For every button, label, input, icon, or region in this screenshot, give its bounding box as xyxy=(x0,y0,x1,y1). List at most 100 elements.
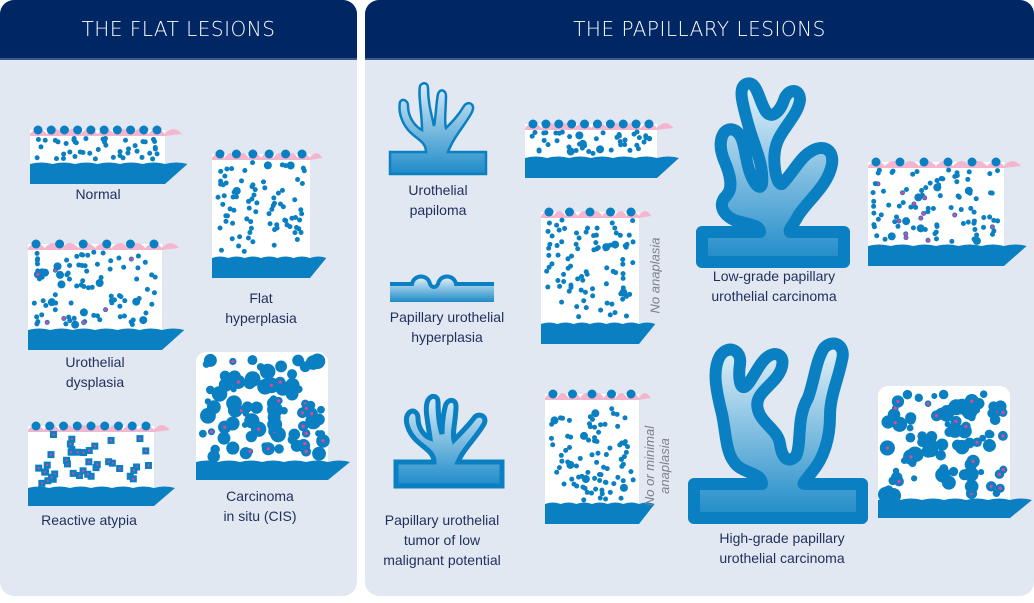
basement-membrane xyxy=(212,256,327,278)
nucleolus xyxy=(107,460,110,463)
nucleus xyxy=(555,252,561,258)
nucleolus xyxy=(321,439,325,443)
nucleus xyxy=(267,221,273,227)
nucleus xyxy=(554,243,560,249)
nucleus xyxy=(226,395,242,412)
nucleus xyxy=(285,378,300,393)
nucleus xyxy=(72,153,78,159)
nucleus xyxy=(117,149,123,155)
nucleus xyxy=(626,207,636,217)
nucleus xyxy=(543,130,549,136)
nucleus xyxy=(964,186,973,195)
nucleolus xyxy=(266,447,270,451)
nucleus xyxy=(536,148,542,154)
nucleolus xyxy=(301,424,305,428)
nucleus xyxy=(248,149,258,159)
nucleus xyxy=(142,139,148,145)
nucleus xyxy=(39,312,45,318)
label-line: tumor of low xyxy=(403,532,481,548)
nucleolus xyxy=(953,213,957,217)
nucleus xyxy=(881,188,886,194)
label-punlmp: Papillary urothelial tumor of low malign… xyxy=(367,510,517,570)
nucleus xyxy=(916,224,925,233)
nucleolus xyxy=(1001,468,1005,472)
label-papillary-hyperplasia: Papillary urothelial hyperplasia xyxy=(372,307,522,347)
nucleus xyxy=(147,150,153,156)
nucleolus xyxy=(76,451,79,454)
nucleus xyxy=(618,495,624,501)
nucleus xyxy=(553,130,559,136)
nucleus xyxy=(532,130,538,136)
nucleus xyxy=(583,269,589,275)
tissue-flat-hyperplasia xyxy=(212,149,327,278)
nucleolus xyxy=(248,449,252,453)
nucleus xyxy=(245,430,258,443)
nucleolus xyxy=(82,451,85,454)
nucleus xyxy=(241,402,252,413)
nucleolus xyxy=(96,463,99,466)
nucleus xyxy=(995,168,1001,174)
nucleus xyxy=(962,404,978,420)
nucleolus xyxy=(303,441,307,446)
nucleus xyxy=(210,444,220,455)
nucleus xyxy=(63,140,69,146)
nucleus xyxy=(630,239,636,245)
nucleus xyxy=(623,449,629,455)
nucleus xyxy=(245,235,251,241)
nucleus xyxy=(198,429,207,438)
tissue-hyperplasia-thick xyxy=(541,207,656,344)
nucleus xyxy=(223,218,229,224)
nucleus xyxy=(981,214,987,220)
nucleus xyxy=(91,312,97,318)
tissue-reactive-atypia xyxy=(28,421,175,506)
nucleus xyxy=(627,147,633,153)
nucleolus xyxy=(62,316,66,321)
nucleus xyxy=(966,169,972,175)
nucleus xyxy=(117,314,123,320)
nucleus xyxy=(574,483,580,489)
nucleolus xyxy=(970,399,974,403)
nucleus xyxy=(227,206,233,212)
nucleus xyxy=(609,301,615,307)
nucleolus xyxy=(923,196,927,200)
nucleus xyxy=(287,224,293,230)
nucleus xyxy=(995,218,1001,224)
nucleus xyxy=(31,300,37,306)
nucleus xyxy=(149,301,155,307)
nucleolus xyxy=(926,238,930,242)
nucleus xyxy=(215,194,221,200)
nucleus xyxy=(79,308,88,317)
nucleus xyxy=(590,150,596,156)
label-line: Low-grade papillary xyxy=(712,268,836,284)
nucleus xyxy=(217,431,231,445)
nucleus xyxy=(964,479,979,494)
nucleus xyxy=(895,223,901,229)
nucleus xyxy=(931,393,938,400)
nucleus xyxy=(112,125,122,135)
nucleus xyxy=(597,495,603,501)
nucleus xyxy=(292,214,298,220)
nucleus xyxy=(34,321,40,327)
nucleus xyxy=(562,225,568,231)
nucleus xyxy=(102,239,112,249)
nucleus xyxy=(930,206,936,212)
nucleus xyxy=(559,458,565,464)
nucleus xyxy=(61,151,67,157)
nucleolus xyxy=(231,359,235,364)
nucleus xyxy=(628,469,634,475)
nucleus xyxy=(592,424,598,430)
nucleus xyxy=(121,313,127,319)
nucleus xyxy=(34,250,40,256)
nucleus xyxy=(81,284,87,290)
nucleus xyxy=(135,253,141,259)
nucleus xyxy=(282,217,288,223)
nucleus xyxy=(211,386,228,402)
nucleus xyxy=(967,157,977,167)
nucleolus xyxy=(975,440,979,444)
nucleus xyxy=(294,237,300,243)
nucleus xyxy=(593,486,599,492)
nucleus xyxy=(585,469,591,475)
nucleus xyxy=(914,169,920,175)
nucleus xyxy=(152,125,162,135)
nucleus xyxy=(607,312,613,318)
